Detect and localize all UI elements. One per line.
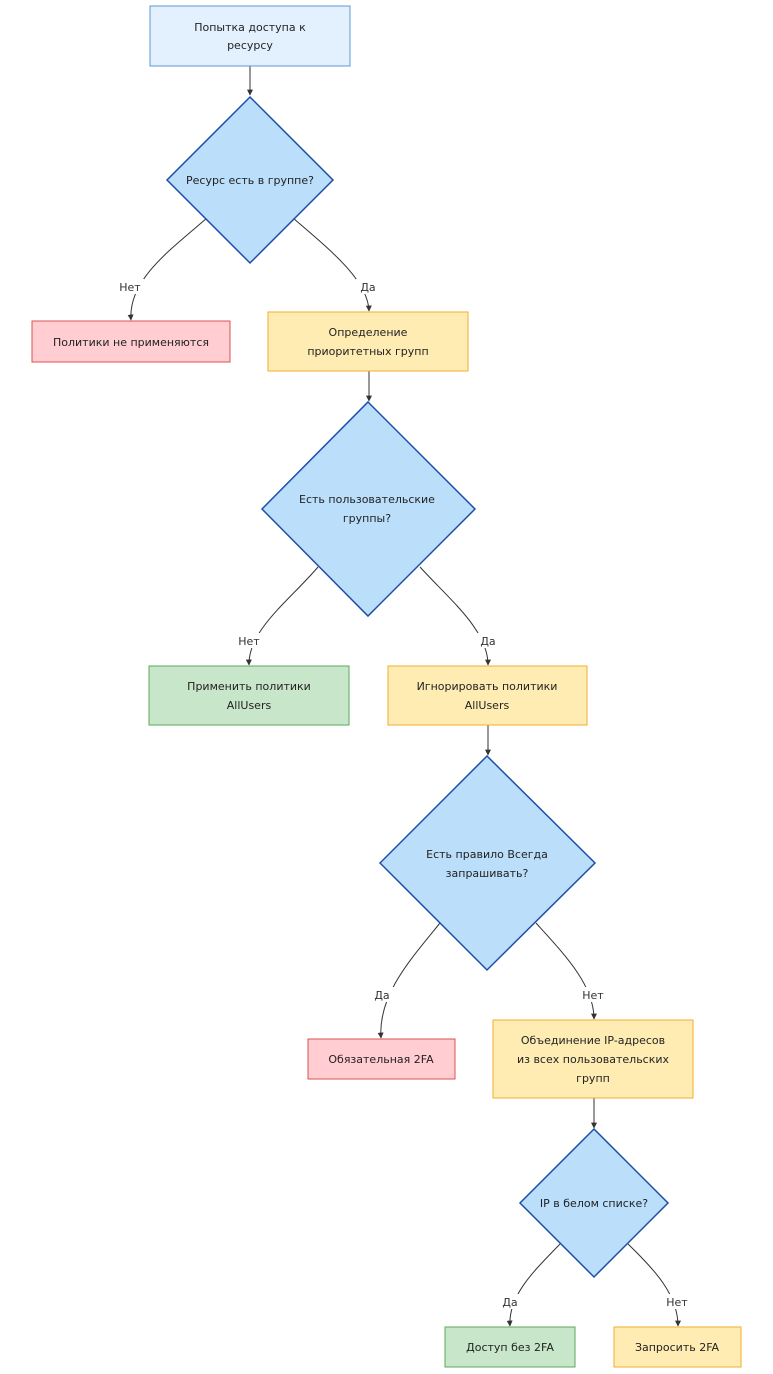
edge-q2-yes <box>419 566 491 666</box>
node-request-2fa-text: Запросить 2FA <box>635 1341 720 1354</box>
node-ignore-allusers-line-2: AllUsers <box>465 699 510 712</box>
node-merge-ips-line-3: групп <box>576 1072 610 1085</box>
node-access-no-2fa-text: Доступ без 2FA <box>466 1341 554 1354</box>
decision-always-ask-line-2: запрашивать? <box>446 867 529 880</box>
node-start-line-2: ресурсу <box>227 39 273 52</box>
decision-ip-whitelist: IP в белом списке? <box>518 1127 670 1279</box>
edge-q2-no <box>245 566 319 666</box>
node-start: Попытка доступа к ресурсу <box>149 5 351 67</box>
decision-ip-whitelist-text: IP в белом списке? <box>540 1197 648 1210</box>
edge-q1-no <box>127 217 208 321</box>
decision-user-groups: Есть пользовательские группы? <box>260 400 477 618</box>
node-priority-groups-line-1: Определение <box>329 326 408 339</box>
edges <box>127 66 681 1327</box>
edge-q4-no <box>627 1243 681 1327</box>
decision-always-ask-line-1: Есть правило Всегда <box>426 848 548 861</box>
node-ignore-allusers: Игнорировать политики AllUsers <box>387 665 588 726</box>
node-priority-groups: Определение приоритетных групп <box>267 311 469 372</box>
node-no-policies: Политики не применяются <box>31 320 231 363</box>
node-apply-allusers-line-2: AllUsers <box>227 699 272 712</box>
node-merge-ips-line-2: из всех пользовательских <box>517 1053 670 1066</box>
edge-label-q2-no: Нет <box>238 635 260 648</box>
edge-q3-yes <box>377 922 441 1039</box>
nodes: Попытка доступа к ресурсу Ресурс есть в … <box>31 5 742 1368</box>
node-mandatory-2fa: Обязательная 2FA <box>307 1038 456 1080</box>
edge-label-q3-yes: Да <box>374 989 389 1002</box>
edge-q3-no <box>535 922 597 1020</box>
edge-q1-yes <box>292 217 372 312</box>
edge-label-q3-no: Нет <box>582 989 604 1002</box>
edge-label-q4-yes: Да <box>502 1296 517 1309</box>
edge-labels: Нет Да Нет Да Да Нет Да Нет <box>116 279 691 1309</box>
decision-user-groups-line-1: Есть пользовательские <box>299 493 435 506</box>
node-no-policies-text: Политики не применяются <box>53 336 209 349</box>
decision-user-groups-line-2: группы? <box>343 512 391 525</box>
node-apply-allusers-line-1: Применить политики <box>187 680 311 693</box>
node-ignore-allusers-line-1: Игнорировать политики <box>417 680 558 693</box>
node-apply-allusers: Применить политики AllUsers <box>148 665 350 726</box>
edge-label-q1-no: Нет <box>119 281 141 294</box>
edge-label-q1-yes: Да <box>360 281 375 294</box>
node-start-line-1: Попытка доступа к <box>194 21 306 34</box>
node-request-2fa: Запросить 2FA <box>613 1326 742 1368</box>
node-mandatory-2fa-text: Обязательная 2FA <box>328 1053 434 1066</box>
decision-always-ask: Есть правило Всегда запрашивать? <box>378 754 597 972</box>
node-access-no-2fa: Доступ без 2FA <box>444 1326 576 1368</box>
node-priority-groups-line-2: приоритетных групп <box>307 345 428 358</box>
decision-resource-in-group: Ресурс есть в группе? <box>165 95 335 265</box>
edge-q4-yes <box>506 1243 561 1327</box>
edge-label-q4-no: Нет <box>666 1296 688 1309</box>
edge-label-q2-yes: Да <box>480 635 495 648</box>
node-merge-ips: Объединение IP-адресов из всех пользоват… <box>492 1019 694 1099</box>
node-merge-ips-line-1: Объединение IP-адресов <box>521 1034 665 1047</box>
decision-resource-in-group-text: Ресурс есть в группе? <box>186 174 314 187</box>
